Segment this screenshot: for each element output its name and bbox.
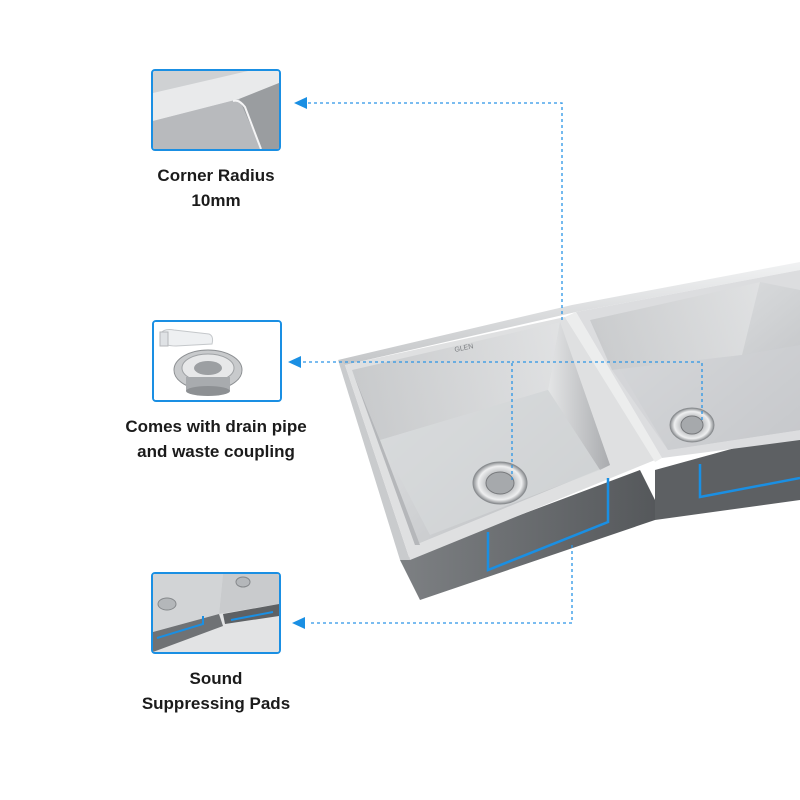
drain-coupling-image xyxy=(154,322,280,400)
drain-line2: and waste coupling xyxy=(137,442,295,461)
drain-thumbnail xyxy=(152,320,282,402)
left-pad-outline xyxy=(486,478,610,572)
bowl-divider xyxy=(565,312,662,462)
right-pad-outline xyxy=(698,464,800,499)
rim-front-left xyxy=(338,360,410,560)
corner-radius-line1: Corner Radius xyxy=(157,166,275,185)
pads-label: Sound Suppressing Pads xyxy=(130,666,302,716)
drain-label: Comes with drain pipe and waste coupling xyxy=(110,414,322,464)
pads-line1: Sound xyxy=(189,669,243,688)
pads-line2: Suppressing Pads xyxy=(141,694,291,713)
arrow-drain xyxy=(288,356,301,368)
pads-closeup-image xyxy=(153,574,279,652)
corner-radius-thumbnail xyxy=(151,69,281,151)
corner-closeup-image xyxy=(153,71,279,149)
drain-line1: Comes with drain pipe xyxy=(125,417,307,436)
right-bowl-exterior xyxy=(655,430,800,520)
brand-mark: GLEN xyxy=(454,343,474,354)
pads-thumbnail xyxy=(151,572,281,654)
sink-rim xyxy=(338,262,800,365)
corner-radius-label: Corner Radius 10mm xyxy=(130,163,302,213)
callout-lines xyxy=(300,102,703,624)
left-bowl-exterior xyxy=(400,470,655,600)
corner-radius-line2: 10mm xyxy=(191,191,241,210)
arrow-pads xyxy=(292,617,305,629)
arrow-corner xyxy=(294,97,307,109)
